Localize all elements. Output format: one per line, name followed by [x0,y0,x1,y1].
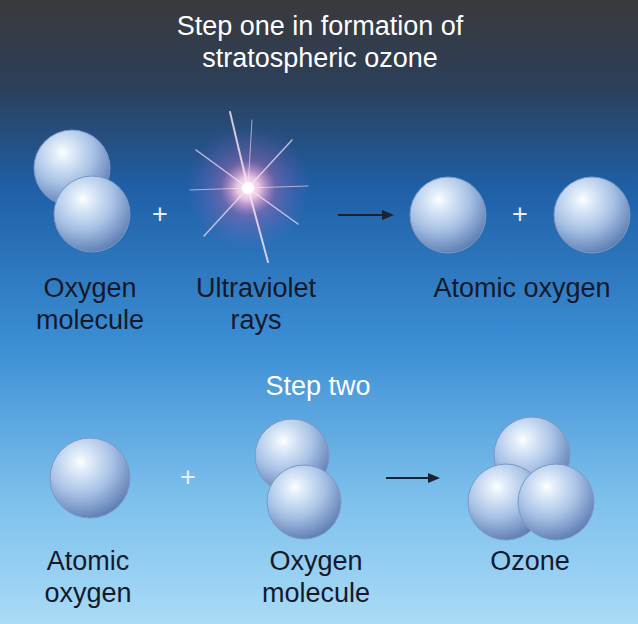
plus-sign: + [173,461,203,493]
oxygen-atom [50,438,130,518]
reaction-arrow [386,473,440,483]
plus-sign: + [505,198,535,230]
atom-label: Atomic oxygen [402,272,638,304]
oxygen-molecule [34,130,130,252]
molecule-label: Oxygen molecule [15,272,165,337]
title: Step one in formation of stratospheric o… [100,10,540,75]
ozone-molecule [468,417,594,540]
step-heading: Step two [218,370,418,402]
reaction-arrow [338,210,394,220]
molecule-label: Oxygen molecule [231,545,401,610]
oxygen-molecule [255,419,341,539]
radiation-label: Ultraviolet rays [181,272,331,337]
oxygen-atom [554,177,630,253]
atom-label: Atomic oxygen [13,545,163,610]
oxygen-atom [410,177,486,253]
plus-sign: + [145,198,175,230]
ultraviolet-burst [186,112,310,262]
molecule-label: Ozone [455,545,605,577]
